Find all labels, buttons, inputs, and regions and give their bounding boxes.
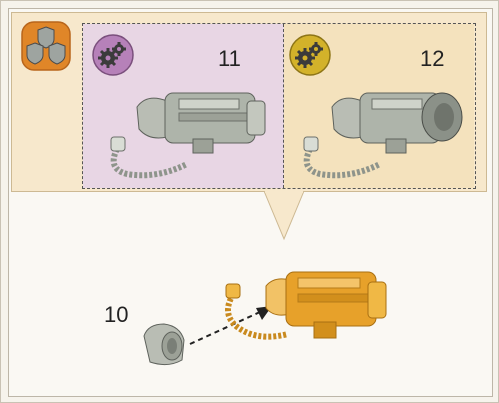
sub-step-panel-11: 11 bbox=[83, 24, 284, 188]
sub-steps-area: 11 12 bbox=[82, 23, 476, 189]
gears-yellow-icon bbox=[288, 33, 332, 77]
sub-step-number: 12 bbox=[420, 46, 444, 72]
sub-step-panel-12: 12 bbox=[284, 24, 474, 188]
gears-purple-icon bbox=[91, 33, 135, 77]
three-shields-icon bbox=[21, 21, 71, 71]
grey-weapon-part-12 bbox=[292, 79, 472, 179]
grey-weapon-part-11 bbox=[97, 79, 277, 179]
grey-cap-part bbox=[138, 318, 190, 370]
step-number: 10 bbox=[104, 302, 128, 328]
orange-weapon-part bbox=[214, 262, 394, 352]
callout-pointer bbox=[264, 191, 304, 241]
sub-step-number: 11 bbox=[218, 46, 241, 72]
